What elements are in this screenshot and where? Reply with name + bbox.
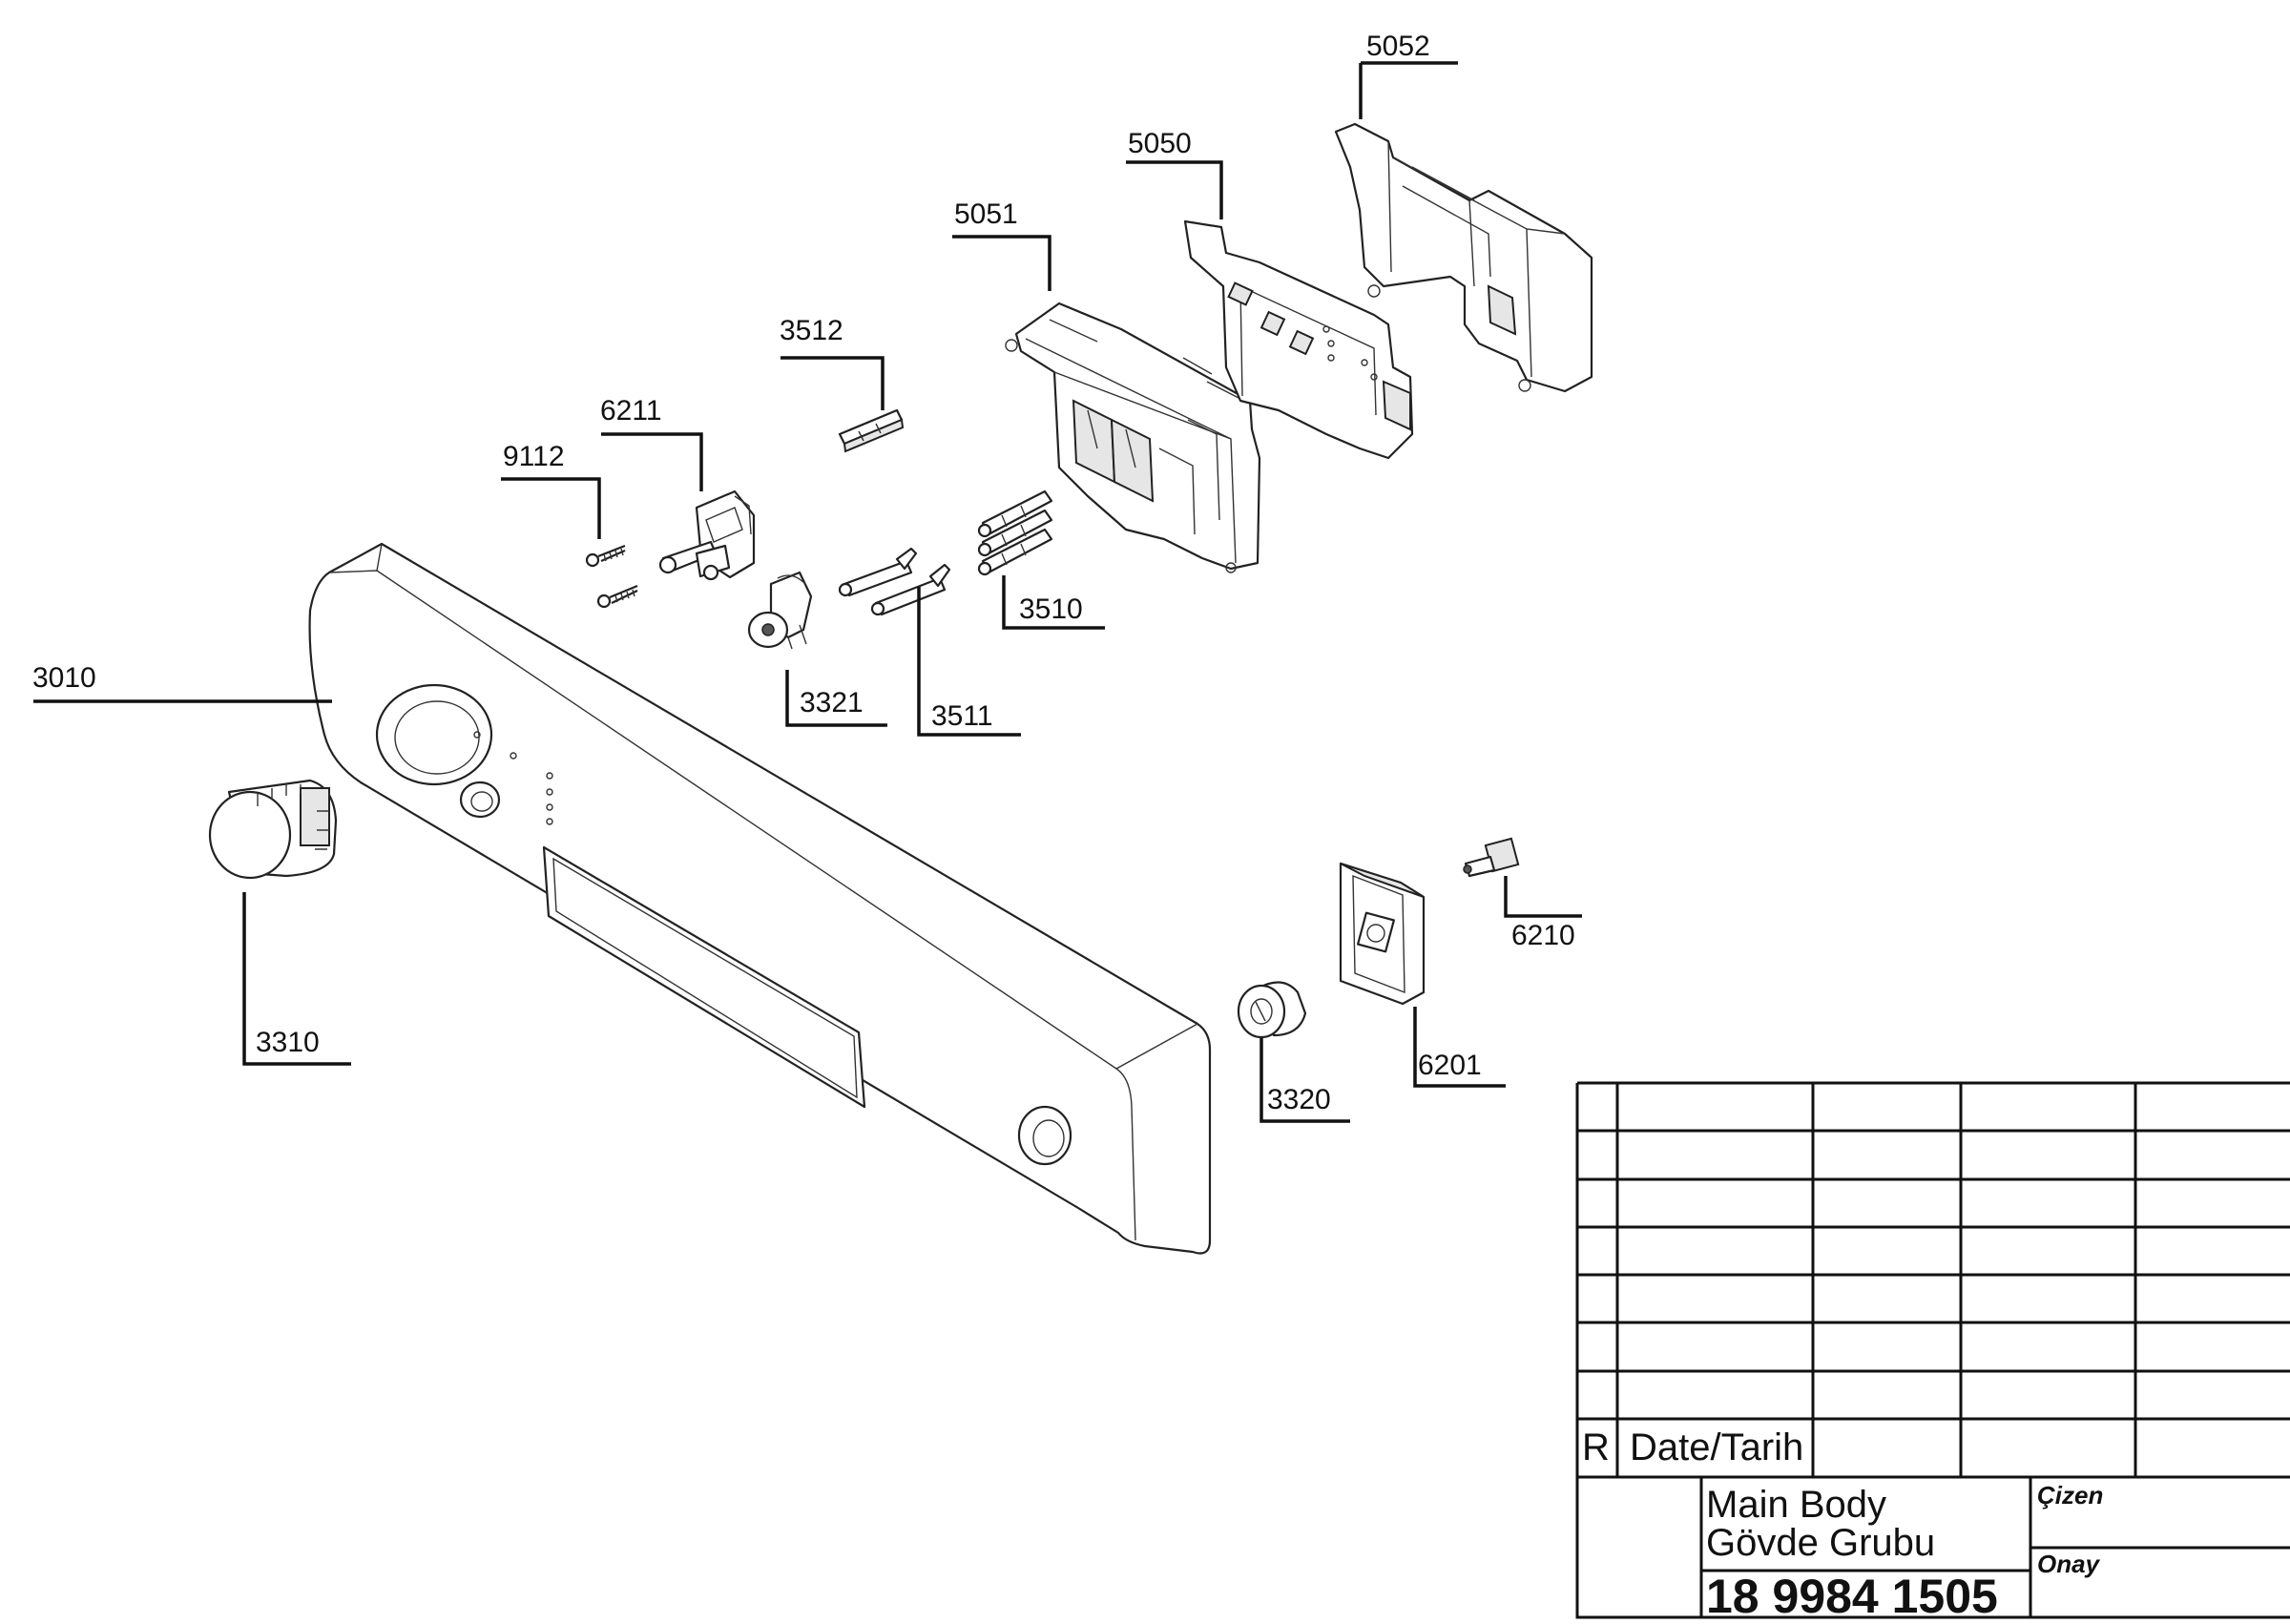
callout-3310: 3310 xyxy=(256,1027,320,1058)
button-frame xyxy=(1339,862,1426,1006)
electronics-cover xyxy=(1334,122,1593,393)
callout-numbers: 5052 5050 5051 3512 6211 9112 3010 3321 … xyxy=(32,31,1575,1115)
programme-knob xyxy=(208,779,338,880)
leader-3512 xyxy=(781,356,885,410)
rotary-encoder xyxy=(747,571,813,650)
leader-3510 xyxy=(1002,575,1105,630)
flat-connector xyxy=(838,408,905,453)
callout-3321: 3321 xyxy=(800,687,864,718)
leader-3511 xyxy=(917,587,1021,737)
callout-3510: 3510 xyxy=(1019,593,1083,625)
push-switch xyxy=(1463,837,1520,878)
leader-3310 xyxy=(242,892,351,1066)
revision-label: R xyxy=(1582,1426,1610,1468)
callout-leaders xyxy=(33,61,1582,1123)
leader-5052 xyxy=(1359,61,1458,119)
round-button xyxy=(1237,981,1307,1039)
drawing-title-en: Main Body xyxy=(1706,1484,1886,1526)
leader-6211 xyxy=(601,432,703,491)
screws xyxy=(585,544,638,609)
card-holder xyxy=(1005,302,1261,573)
callout-5052: 5052 xyxy=(1366,31,1430,62)
leader-9112 xyxy=(501,477,601,539)
date-label: Date/Tarih xyxy=(1630,1426,1803,1468)
callout-6210: 6210 xyxy=(1511,920,1575,951)
leader-3320 xyxy=(1260,1038,1350,1123)
drawing-part-number: 18 9984 1505 xyxy=(1706,1570,1998,1619)
leader-5050 xyxy=(1126,160,1223,219)
callout-3320: 3320 xyxy=(1267,1084,1331,1115)
drawing-title-tr: Gövde Grubu xyxy=(1706,1522,1935,1564)
leader-6201 xyxy=(1413,1007,1506,1088)
callout-6211: 6211 xyxy=(600,395,662,427)
control-panel-fascia xyxy=(308,542,1212,1255)
approved-by-label: Onay xyxy=(2037,1550,2101,1578)
callout-5050: 5050 xyxy=(1128,128,1192,159)
callout-5051: 5051 xyxy=(954,198,1018,230)
callout-3010: 3010 xyxy=(32,662,96,694)
terminal-pins xyxy=(977,489,1053,576)
door-switch xyxy=(658,489,756,581)
title-block: R Date/Tarih Main Body Gövde Grubu 18 99… xyxy=(1575,1081,2290,1623)
callout-6201: 6201 xyxy=(1418,1050,1482,1081)
leader-3321 xyxy=(785,670,887,727)
callout-3512: 3512 xyxy=(780,315,843,346)
wire-connectors xyxy=(838,547,951,616)
control-pcb xyxy=(1183,219,1414,460)
leader-6210 xyxy=(1504,876,1582,918)
callout-3511: 3511 xyxy=(931,700,993,732)
drawn-by-label: Çizen xyxy=(2037,1481,2103,1509)
callout-9112: 9112 xyxy=(503,441,565,472)
leader-5051 xyxy=(952,235,1051,291)
